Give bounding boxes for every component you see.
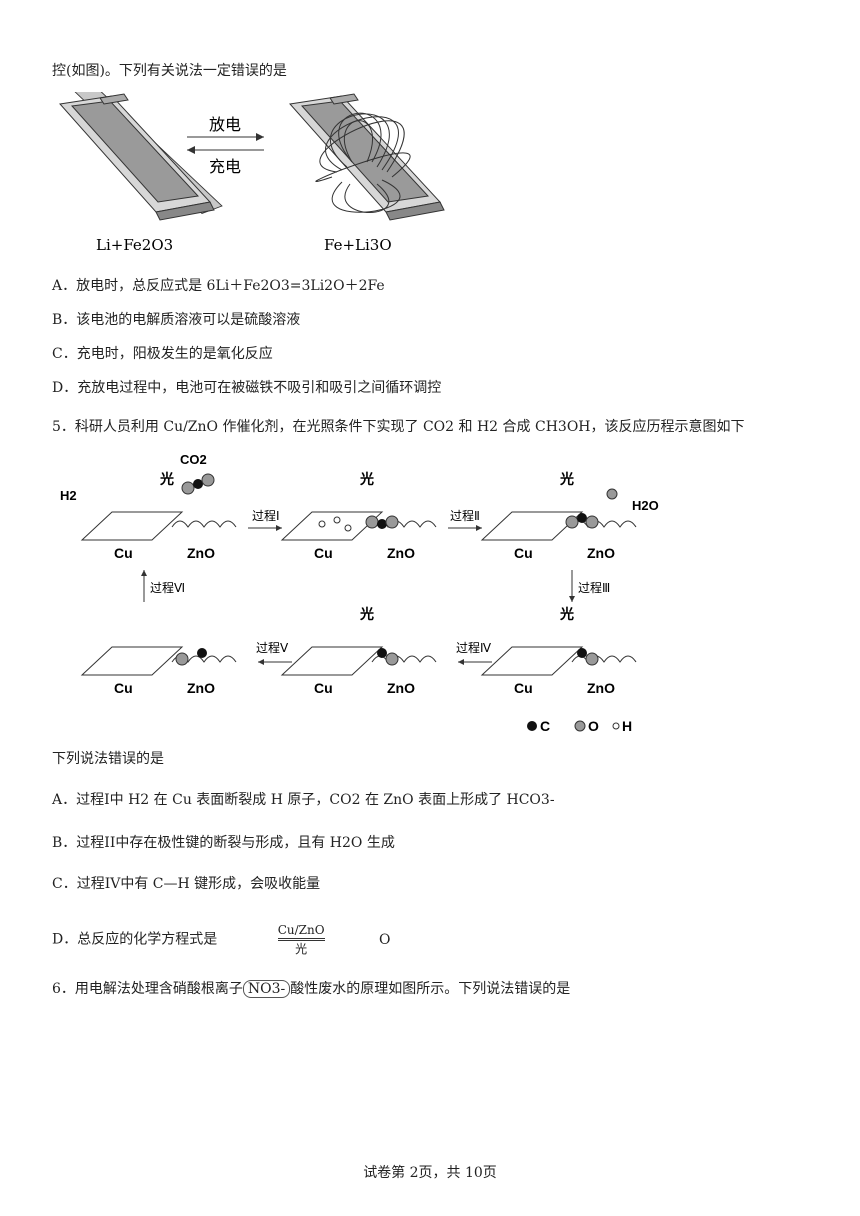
nitrate-ion: NO3- [242, 980, 291, 998]
discharge-label: 放电 [209, 115, 241, 134]
right-battery-label: Fe+Li3O [324, 236, 392, 254]
panel-6: Cu ZnO [80, 646, 237, 696]
svg-text:ZnO: ZnO [187, 545, 215, 561]
svg-text:Cu: Cu [314, 545, 333, 561]
panel-3: Cu ZnO 光 H2O [480, 471, 659, 561]
panel-1: Cu ZnO H2 CO2 光 [60, 452, 237, 561]
magnetic-field-lines [315, 112, 411, 213]
q5-option-c: C．过程IV中有 C—H 键形成，会吸收能量 [52, 876, 321, 892]
svg-text:Cu: Cu [514, 545, 533, 561]
q4-option-b: B．该电池的电解质溶液可以是硫酸溶液 [52, 312, 301, 328]
atom-legend: C O H [527, 718, 632, 734]
q4-option-c: C．充电时，阳极发生的是氧化反应 [52, 346, 273, 362]
q4-option-d: D．充放电过程中，电池可在被磁铁不吸引和吸引之间循环调控 [52, 380, 442, 396]
svg-text:Cu: Cu [114, 545, 133, 561]
panel-4: Cu ZnO 光 [480, 606, 637, 696]
svg-text:过程Ⅲ: 过程Ⅲ [578, 580, 610, 595]
svg-text:光: 光 [359, 606, 374, 622]
q4-option-a: A．放电时，总反应式是 6Li＋Fe2O3=3Li2O＋2Fe [52, 278, 385, 294]
svg-text:光: 光 [359, 471, 374, 487]
reaction-condition: Cu/ZnO 光 [277, 923, 325, 956]
q4-intro: 控(如图)。下列有关说法一定错误的是 [52, 63, 287, 79]
ch3oh-formula: CH3OH [534, 419, 591, 435]
battery-right-icon [289, 93, 445, 221]
svg-text:CO2: CO2 [180, 452, 207, 467]
svg-text:过程Ⅳ: 过程Ⅳ [456, 640, 491, 655]
battery-left-icon [59, 92, 223, 221]
q5-stem: 5．科研人员利用 Cu/ZnO 作催化剂，在光照条件下实现了 CO2 和 H2 … [52, 419, 745, 435]
panel-5: Cu ZnO 光 [280, 606, 437, 696]
svg-text:光: 光 [559, 606, 574, 622]
left-battery-label: Li+Fe2O3 [96, 236, 173, 254]
svg-text:过程Ⅴ: 过程Ⅴ [256, 640, 289, 655]
svg-text:H2: H2 [60, 488, 77, 503]
svg-text:Cu: Cu [114, 680, 133, 696]
q5-option-a: A．过程I中 H2 在 Cu 表面断裂成 H 原子，CO2 在 ZnO 表面上形… [52, 792, 555, 808]
svg-text:ZnO: ZnO [587, 680, 615, 696]
svg-text:过程Ⅱ: 过程Ⅱ [450, 508, 480, 523]
svg-text:过程Ⅰ: 过程Ⅰ [252, 508, 280, 523]
battery-figure: 放电 充电 Li+Fe2O3 Fe+Li3O [59, 92, 445, 254]
q5-option-d: D．总反应的化学方程式是 Cu/ZnO 光 O [52, 923, 391, 956]
svg-text:Cu: Cu [314, 680, 333, 696]
svg-text:光: 光 [159, 471, 174, 487]
svg-text:过程Ⅵ: 过程Ⅵ [150, 580, 185, 595]
svg-text:Cu: Cu [514, 680, 533, 696]
q5-question: 下列说法错误的是 [52, 751, 164, 767]
svg-text:光: 光 [559, 471, 574, 487]
q5-option-b: B．过程II中存在极性键的断裂与形成，且有 H2O 生成 [52, 835, 395, 851]
charge-label: 充电 [209, 157, 241, 176]
h2-formula: H2 [476, 419, 499, 435]
page-footer: 试卷第 2页，共 10页 [363, 1165, 497, 1181]
reaction-mechanism-figure: Cu ZnO H2 CO2 光 Cu ZnO 光 Cu ZnO 光 H2O Cu… [60, 452, 659, 734]
co2-formula: CO2 [422, 419, 455, 435]
svg-text:ZnO: ZnO [387, 545, 415, 561]
svg-text:C: C [540, 718, 550, 734]
svg-text:H2O: H2O [632, 498, 659, 513]
svg-text:O: O [588, 718, 599, 734]
svg-text:H: H [622, 718, 632, 734]
svg-text:ZnO: ZnO [587, 545, 615, 561]
panel-2: Cu ZnO 光 [280, 471, 437, 561]
svg-text:ZnO: ZnO [187, 680, 215, 696]
svg-text:ZnO: ZnO [387, 680, 415, 696]
